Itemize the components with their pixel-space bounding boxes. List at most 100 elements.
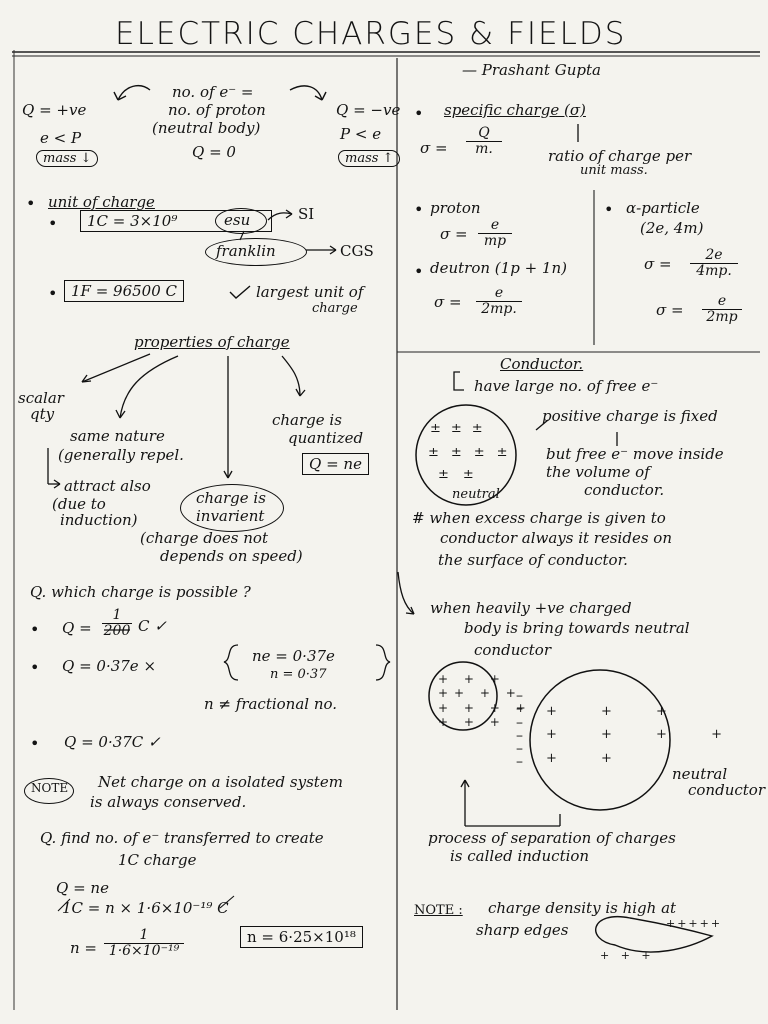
note-line2: is always conserved. (90, 793, 247, 811)
invariant-line4: depends on speed) (160, 547, 303, 565)
option1-unit: C ✓ (138, 617, 167, 635)
work-line3: n = (70, 939, 97, 957)
induction-line1: process of separation of charges (428, 829, 676, 847)
neutral-conductor-line1: neutral (672, 765, 728, 783)
esu-label: esu (224, 211, 251, 229)
bullet: • (26, 194, 36, 213)
properties-title: properties of charge (134, 333, 290, 351)
neutral-charges-row1: ±±± (430, 421, 493, 436)
q-positive: Q = +ve (22, 101, 87, 119)
induction-line2: is called induction (450, 847, 590, 865)
bullet: • (48, 284, 58, 303)
alpha-line2: (2e, 4m) (640, 219, 704, 237)
work-fraction: 1 1·6×10⁻¹⁹ (104, 928, 184, 958)
bullet: • (30, 658, 40, 677)
note-label: NOTE (31, 781, 69, 795)
find-line2: 1C charge (118, 851, 197, 869)
largest-unit-line2: charge (312, 301, 358, 316)
author-name: — Prashant Gupta (462, 61, 601, 79)
note2-label: NOTE : (414, 903, 463, 918)
esu-oval (215, 208, 267, 234)
option1-den: 200 (103, 622, 131, 639)
invariant-cloud (180, 484, 284, 532)
coulomb-esu-box: 1C = 3×10⁹ (80, 210, 272, 232)
quantized-line2: quantized (288, 429, 364, 447)
attract-line1: attract also (64, 477, 151, 495)
scalar-line1: scalar (18, 389, 64, 407)
neutral-eq-line3: (neutral body) (152, 119, 261, 137)
work-line1: Q = ne (56, 879, 109, 897)
free-move-line2: the volume of (546, 463, 650, 481)
cgs-label: CGS (340, 242, 374, 260)
quantized-line1: charge is (272, 411, 342, 429)
heavily-line3: conductor (474, 641, 551, 659)
conductor-minus: –––––– (516, 688, 523, 771)
work-num: 1 (104, 928, 184, 944)
largest-unit-line1: largest unit of (256, 283, 364, 301)
bullet: • (48, 214, 58, 233)
attract-line2: (due to (52, 495, 106, 513)
bullet: • (414, 262, 424, 281)
note-line1: Net charge on a isolated system (98, 773, 343, 791)
alpha-eq2: σ = (656, 301, 684, 319)
free-move-line3: conductor. (584, 481, 665, 499)
coulomb-eq: 1C = 3×10⁹ (87, 212, 178, 230)
heavily-line2: body is bring towards neutral (464, 619, 690, 637)
q-negative: Q = −ve (336, 101, 401, 119)
franklin-label: franklin (216, 242, 276, 260)
work-line2: 1C = n × 1·6×10⁻¹⁹ C (62, 899, 229, 917)
option1-fraction: 1 200 (102, 608, 132, 638)
unit-of-charge: unit of charge (48, 193, 155, 211)
find-line1: Q. find no. of e⁻ transferred to create (40, 829, 324, 847)
conductor-plus: + + ++ + + ++ + (546, 704, 742, 766)
deutron-eq: σ = (434, 293, 462, 311)
excess-line2: conductor always it resides on (440, 529, 672, 547)
mass-up-cloud: mass ↑ (338, 150, 401, 167)
option2-note: n ≠ fractional no. (204, 695, 338, 713)
specific-charge: specific charge (σ) (444, 101, 586, 119)
alpha-den2: 2mp (706, 308, 738, 325)
alpha-num1: 2e (690, 248, 738, 264)
excess-line1: # when excess charge is given to (412, 509, 666, 527)
invariant-line1: charge is (196, 489, 266, 507)
ratio-line1: ratio of charge per (548, 147, 692, 165)
option2: Q = 0·37e × (62, 657, 157, 675)
excess-line3: the surface of conductor. (438, 551, 628, 569)
option1-num: 1 (102, 608, 132, 624)
proton-den: mp (483, 232, 507, 249)
q-ne-box: Q = ne (302, 453, 369, 475)
invariant-line2: invarient (196, 507, 265, 525)
neutral-conductor-line2: conductor (688, 781, 765, 799)
alpha-eq1: σ = (644, 255, 672, 273)
mass-down-cloud: mass ↓ (36, 150, 99, 167)
bullet: • (604, 200, 614, 219)
faraday-box: 1F = 96500 C (64, 280, 185, 302)
proton-eq: σ = (440, 225, 468, 243)
neutral-label: neutral (452, 487, 500, 502)
sigma-eq: σ = (420, 139, 448, 157)
p-less-e: P < e (340, 125, 382, 143)
page-title: ELECTRIC CHARGES & FIELDS (115, 16, 627, 52)
sigma-num: Q (466, 126, 502, 142)
neutral-charges-row3: ±± (438, 467, 488, 482)
question: Q. which charge is possible ? (30, 583, 251, 601)
franklin-oval (205, 238, 307, 266)
bullet: • (414, 104, 424, 123)
bullet: • (30, 734, 40, 753)
neutral-eq-line1: no. of e⁻ = (172, 83, 254, 101)
bullet: • (30, 620, 40, 639)
charged-body-plus: + + +++ + ++ + + ++ + + (438, 672, 532, 730)
have-free-electrons: have large no. of free e⁻ (474, 377, 659, 395)
answer-box: n = 6·25×10¹⁸ (240, 926, 363, 948)
e-less-p: e < P (40, 129, 82, 147)
option2-ne: ne = 0·37e (252, 647, 335, 665)
sigma-fraction: Q m. (466, 126, 502, 156)
deutron-den: 2mp. (481, 300, 517, 317)
q-zero: Q = 0 (192, 143, 236, 161)
sharp-edge-plus: +++++ (666, 917, 723, 930)
proton-num: e (478, 218, 512, 234)
heavily-line1: when heavily +ve charged (430, 599, 632, 617)
option3: Q = 0·37C ✓ (64, 733, 161, 751)
positive-fixed: positive charge is fixed (542, 407, 718, 425)
